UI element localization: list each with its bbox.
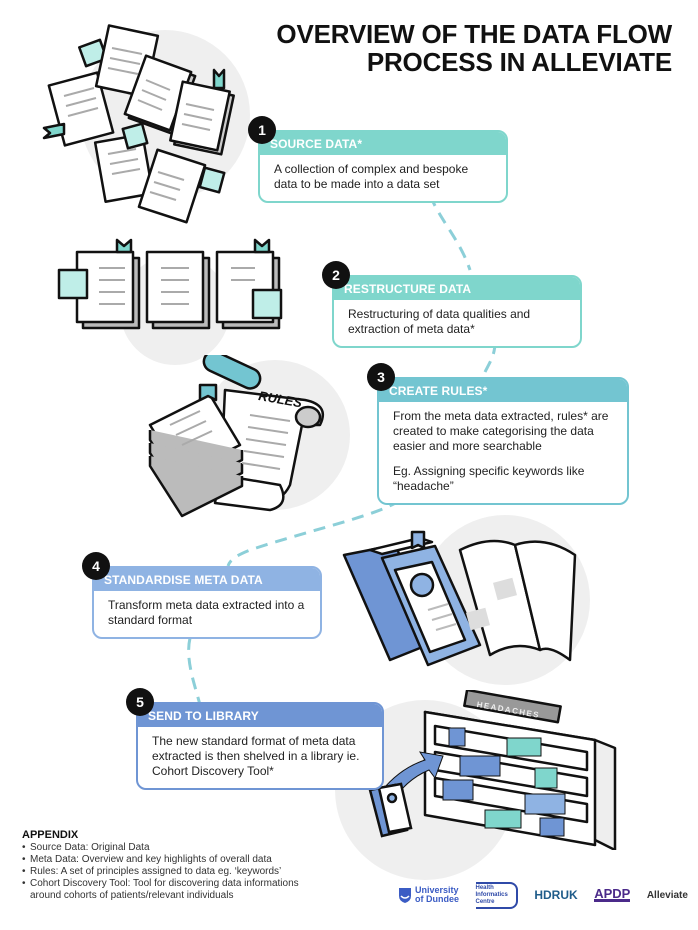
logo-text: of Dundee: [415, 894, 459, 904]
appendix-list: Source Data: Original Data Meta Data: Ov…: [22, 842, 312, 902]
step-card: STANDARDISE META DATA Transform meta dat…: [92, 566, 322, 639]
page-title: OVERVIEW OF THE DATA FLOW PROCESS IN ALL…: [276, 20, 672, 76]
step-number-badge: 4: [82, 552, 110, 580]
appendix-item: Rules: A set of principles assigned to d…: [22, 866, 312, 878]
step-description: The new standard format of meta data ext…: [152, 734, 360, 778]
appendix-item: Source Data: Original Data: [22, 842, 312, 854]
logo-text: Health: [475, 884, 494, 891]
appendix-item: Cohort Discovery Tool: Tool for discover…: [22, 878, 312, 902]
logo-text: HDRUK: [534, 887, 578, 902]
documents-icon: [42, 24, 235, 224]
logo-text: Centre: [475, 898, 495, 905]
step-2: 2 RESTRUCTURE DATA Restructuring of data…: [322, 261, 582, 348]
step-body: Restructuring of data qualities and extr…: [334, 300, 580, 346]
step-4: 4 STANDARDISE META DATA Transform meta d…: [82, 552, 322, 639]
step-card: CREATE RULES* From the meta data extract…: [377, 377, 629, 505]
title-line-2: PROCESS IN ALLEVIATE: [366, 47, 672, 77]
appendix-item: Meta Data: Overview and key highlights o…: [22, 854, 312, 866]
step-heading: RESTRUCTURE DATA: [334, 277, 580, 300]
step-description: Restructuring of data qualities and extr…: [348, 307, 531, 336]
rules-scroll-icon: RULES: [148, 350, 325, 518]
books-icon: [342, 530, 577, 667]
step-description: Transform meta data extracted into a sta…: [108, 598, 305, 627]
logo-text: APDP: [594, 885, 631, 901]
document-stacks-icon: [57, 238, 283, 330]
step-example: Eg. Assigning specific keywords like “he…: [393, 464, 585, 493]
step-heading: SEND TO LIBRARY: [138, 704, 382, 727]
step-body: A collection of complex and bespoke data…: [260, 155, 506, 201]
step-1: 1 SOURCE DATA* A collection of complex a…: [248, 116, 508, 203]
logo-hdruk: HDRUK: [534, 887, 578, 902]
logo-apdp: APDP: [594, 885, 631, 902]
step-body: Transform meta data extracted into a sta…: [94, 591, 320, 637]
step-5: 5 SEND TO LIBRARY The new standard forma…: [126, 688, 384, 790]
logo-text: Informatics: [475, 891, 508, 898]
step-number-badge: 3: [367, 363, 395, 391]
step-3: 3 CREATE RULES* From the meta data extra…: [367, 363, 629, 505]
logo-text: University: [415, 885, 459, 895]
appendix: APPENDIX Source Data: Original Data Meta…: [22, 829, 312, 902]
step-heading: CREATE RULES*: [379, 379, 627, 402]
library-illustration: HEADACHES: [365, 688, 635, 852]
step-card: SEND TO LIBRARY The new standard format …: [136, 702, 384, 790]
step-body: The new standard format of meta data ext…: [138, 727, 382, 788]
step-description: From the meta data extracted, rules* are…: [393, 409, 609, 453]
step-body: From the meta data extracted, rules* are…: [379, 402, 627, 503]
step-heading: STANDARDISE META DATA: [94, 568, 320, 591]
step-number-badge: 5: [126, 688, 154, 716]
rules-illustration: RULES: [130, 350, 345, 525]
logo-text: Alleviate: [646, 889, 688, 901]
appendix-heading: APPENDIX: [22, 829, 79, 841]
step-number-badge: 1: [248, 116, 276, 144]
connector-4-5: [187, 637, 202, 706]
step-card: RESTRUCTURE DATA Restructuring of data q…: [332, 275, 582, 348]
connector-3-4: [226, 498, 401, 567]
connector-1-2: [428, 194, 472, 271]
logo-alleviate: Alleviate: [646, 889, 688, 901]
step-description: A collection of complex and bespoke data…: [274, 162, 469, 191]
step-heading: SOURCE DATA*: [260, 132, 506, 155]
dundee-crest-icon: [399, 888, 411, 903]
bookshelf-icon: HEADACHES: [368, 688, 617, 852]
step-card: SOURCE DATA* A collection of complex and…: [258, 130, 508, 203]
title-line-1: OVERVIEW OF THE DATA FLOW: [276, 19, 672, 49]
step-number-badge: 2: [322, 261, 350, 289]
